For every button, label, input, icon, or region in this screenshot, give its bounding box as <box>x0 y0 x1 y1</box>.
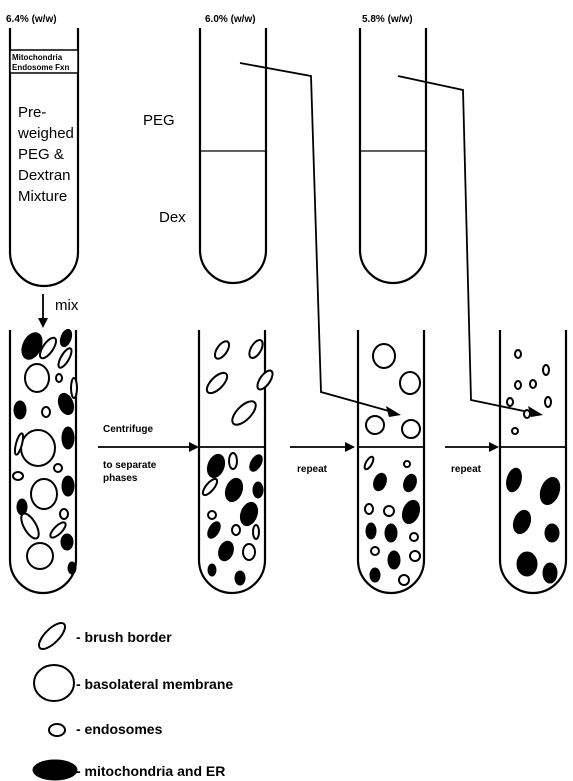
legend-mitochondria-label: - mitochondria and ER <box>76 763 225 779</box>
legend-basolateral: - basolateral membrane <box>34 665 233 701</box>
legend-brush-border: - brush border <box>35 619 172 653</box>
tube-4-bottom <box>500 330 566 593</box>
tube2-concentration-label: 6.0% (w/w) <box>205 14 256 25</box>
endosome-symbol <box>49 724 65 736</box>
repeat-step-2: repeat <box>445 442 499 475</box>
peg-phase-label: PEG <box>143 112 175 129</box>
mix-label: mix <box>55 297 79 314</box>
repeat-label-2: repeat <box>451 464 482 475</box>
legend-endosomes-label: - endosomes <box>76 721 163 737</box>
tube3-concentration-label: 5.8% (w/w) <box>362 14 413 25</box>
repeat-step-1: repeat <box>290 442 355 475</box>
tube-1-bottom <box>10 328 77 593</box>
basolateral-symbol <box>34 665 74 701</box>
legend-basolateral-label: - basolateral membrane <box>76 676 233 692</box>
mix-arrow: mix <box>38 294 79 328</box>
centrifuge-label-line2: to separate <box>103 460 157 471</box>
dextran-phase-label: Dex <box>159 209 186 226</box>
mixture-line3: PEG & <box>18 146 64 163</box>
pellet-box-line2: Endosome Fxn <box>12 63 69 72</box>
mixture-line4: Dextran <box>18 167 71 184</box>
transfer-arrow-2 <box>398 76 543 417</box>
mixture-line5: Mixture <box>18 188 67 205</box>
centrifuge-label-line3: phases <box>103 473 138 484</box>
tube-3-bottom <box>358 330 424 593</box>
centrifuge-step: Centrifuge to separate phases <box>98 424 199 484</box>
mixture-line1: Pre- <box>18 104 46 121</box>
brush-border-symbol <box>35 619 69 653</box>
tube-3-top: 5.8% (w/w) <box>360 14 426 283</box>
legend: - brush border - basolateral membrane - … <box>33 619 233 780</box>
tube-2-top: 6.0% (w/w) PEG Dex <box>143 14 266 283</box>
legend-endosomes: - endosomes <box>49 721 163 737</box>
tube-2-bottom <box>199 330 275 593</box>
mixture-line2: weighed <box>17 125 74 142</box>
tube1-concentration-label: 6.4% (w/w) <box>6 14 57 25</box>
legend-brush-border-label: - brush border <box>76 629 172 645</box>
legend-mitochondria: - mitochondria and ER <box>33 760 225 780</box>
centrifuge-label-line1: Centrifuge <box>103 424 153 435</box>
repeat-label-1: repeat <box>297 464 328 475</box>
tube-1-top: 6.4% (w/w) Mitochondria Endosome Fxn Pre… <box>6 14 78 286</box>
mitochondria-symbol <box>33 760 77 780</box>
pellet-box-line1: Mitochondria <box>12 53 63 62</box>
